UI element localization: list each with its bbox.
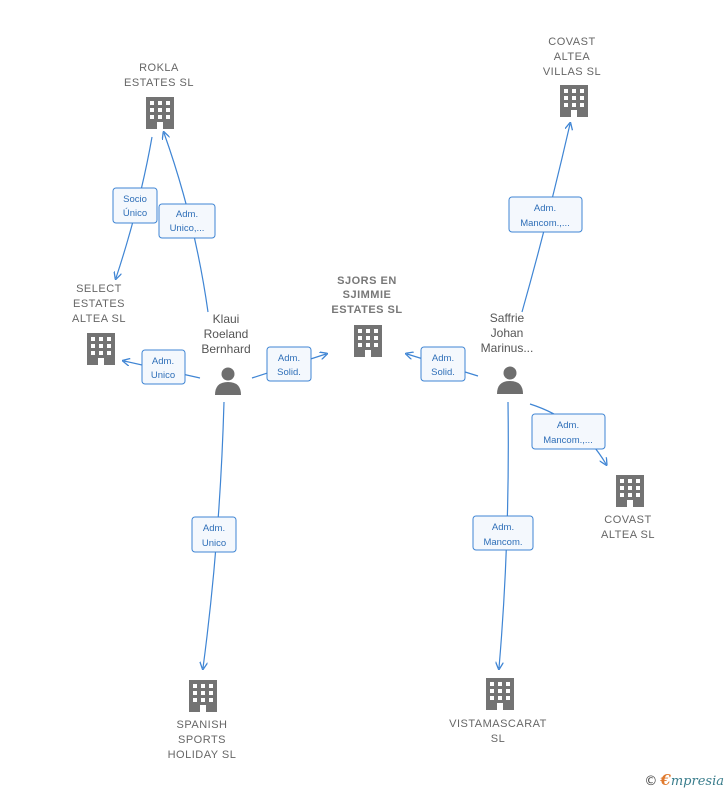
edge-label-line: Adm. bbox=[432, 353, 454, 364]
brand-logo-text: mpresia bbox=[670, 774, 724, 789]
edge-label-line: Único bbox=[123, 208, 147, 219]
edge-label-line: Mancom. bbox=[483, 537, 522, 548]
building-icon bbox=[146, 97, 174, 129]
edge-label-adm-solid-klaui[interactable]: Adm. Solid. bbox=[266, 346, 312, 382]
person-node-klaui[interactable]: Klaui Roeland Bernhard bbox=[201, 312, 251, 395]
edge-label-adm-mancom-villas[interactable]: Adm. Mancom.,... bbox=[508, 196, 583, 233]
company-label-line: SELECT bbox=[76, 283, 122, 295]
company-label-line: SPANISH bbox=[177, 719, 228, 731]
person-node-saffrie[interactable]: Saffrie Johan Marinus... bbox=[481, 311, 534, 394]
person-label-line: Bernhard bbox=[201, 342, 250, 356]
edge-label-socio-unico[interactable]: Socio Único bbox=[112, 187, 158, 224]
edge-label-line: Unico bbox=[151, 370, 175, 381]
edge-label-adm-solid-saffrie[interactable]: Adm. Solid. bbox=[420, 346, 466, 382]
edge-label-adm-mancom-covast[interactable]: Adm. Mancom.,... bbox=[531, 413, 606, 450]
edge-label-adm-unico-spanish[interactable]: Adm. Unico bbox=[191, 516, 237, 553]
edge-label-line: Mancom.,... bbox=[543, 435, 593, 446]
edge-label-line: Adm. bbox=[534, 203, 556, 214]
footer-brand: ©€mpresia bbox=[644, 771, 724, 789]
company-label-line: ALTEA bbox=[554, 51, 591, 63]
person-icon bbox=[215, 367, 241, 395]
company-label-line: SJIMMIE bbox=[343, 289, 392, 301]
company-label-line: SL bbox=[491, 733, 505, 745]
edge-label-line: Mancom.,... bbox=[520, 218, 570, 229]
person-label-line: Saffrie bbox=[490, 311, 525, 325]
edge-label-line: Adm. bbox=[492, 522, 514, 533]
building-icon bbox=[486, 678, 514, 710]
company-label-line: ALTEA SL bbox=[601, 529, 655, 541]
edge-label-line: Adm. bbox=[203, 523, 225, 534]
company-label-line: SPORTS bbox=[178, 734, 226, 746]
person-label-line: Marinus... bbox=[481, 341, 534, 355]
center-company-node[interactable]: SJORS EN SJIMMIE ESTATES SL bbox=[331, 275, 402, 357]
building-icon bbox=[616, 475, 644, 507]
company-node-vistamascarat[interactable]: VISTAMASCARAT SL bbox=[449, 678, 547, 745]
edge-labels: Socio Único Adm. Unico,... Adm. Unico Ad… bbox=[112, 187, 606, 553]
company-label-line: ALTEA SL bbox=[72, 313, 126, 325]
copyright-symbol: © bbox=[644, 774, 658, 789]
company-label-line: HOLIDAY SL bbox=[168, 749, 237, 761]
company-node-covast[interactable]: COVAST ALTEA SL bbox=[601, 475, 655, 541]
company-label-line: COVAST bbox=[604, 514, 651, 526]
edge-label-line: Adm. bbox=[557, 420, 579, 431]
edge-label-line: Adm. bbox=[278, 353, 300, 364]
edge-label-adm-unico-select[interactable]: Adm. Unico bbox=[141, 349, 186, 385]
edge-label-line: Unico bbox=[202, 538, 226, 549]
building-icon bbox=[87, 333, 115, 365]
company-node-spanish[interactable]: SPANISH SPORTS HOLIDAY SL bbox=[168, 680, 237, 761]
edge-label-adm-mancom-vista[interactable]: Adm. Mancom. bbox=[472, 515, 534, 551]
edge-label-line: Solid. bbox=[277, 367, 301, 378]
person-label-line: Roeland bbox=[204, 327, 249, 341]
building-icon bbox=[189, 680, 217, 712]
company-label-line: VILLAS SL bbox=[543, 66, 601, 78]
company-node-rokla[interactable]: ROKLA ESTATES SL bbox=[124, 62, 194, 129]
company-label-line: ESTATES SL bbox=[331, 304, 402, 316]
edge-label-line: Adm. bbox=[176, 209, 198, 220]
building-icon bbox=[560, 85, 588, 117]
edge-label-line: Socio bbox=[123, 194, 147, 205]
person-label-line: Johan bbox=[491, 326, 524, 340]
company-label-line: ROKLA bbox=[139, 62, 179, 74]
company-label-line: ESTATES bbox=[73, 298, 125, 310]
edge-label-line: Solid. bbox=[431, 367, 455, 378]
company-label-line: ESTATES SL bbox=[124, 77, 194, 89]
person-label-line: Klaui bbox=[213, 312, 240, 326]
company-node-select[interactable]: SELECT ESTATES ALTEA SL bbox=[72, 283, 126, 365]
brand-logo-initial: € bbox=[660, 771, 671, 789]
company-label-line: SJORS EN bbox=[337, 275, 397, 287]
edge-label-line: Adm. bbox=[152, 356, 174, 367]
company-node-covast-villas[interactable]: COVAST ALTEA VILLAS SL bbox=[543, 36, 601, 117]
edge-label-adm-unico-rokla[interactable]: Adm. Unico,... bbox=[158, 203, 216, 239]
person-icon bbox=[497, 366, 523, 394]
company-label-line: VISTAMASCARAT bbox=[449, 718, 547, 730]
company-label-line: COVAST bbox=[548, 36, 595, 48]
edge-label-line: Unico,... bbox=[170, 223, 205, 234]
building-icon bbox=[354, 325, 382, 357]
